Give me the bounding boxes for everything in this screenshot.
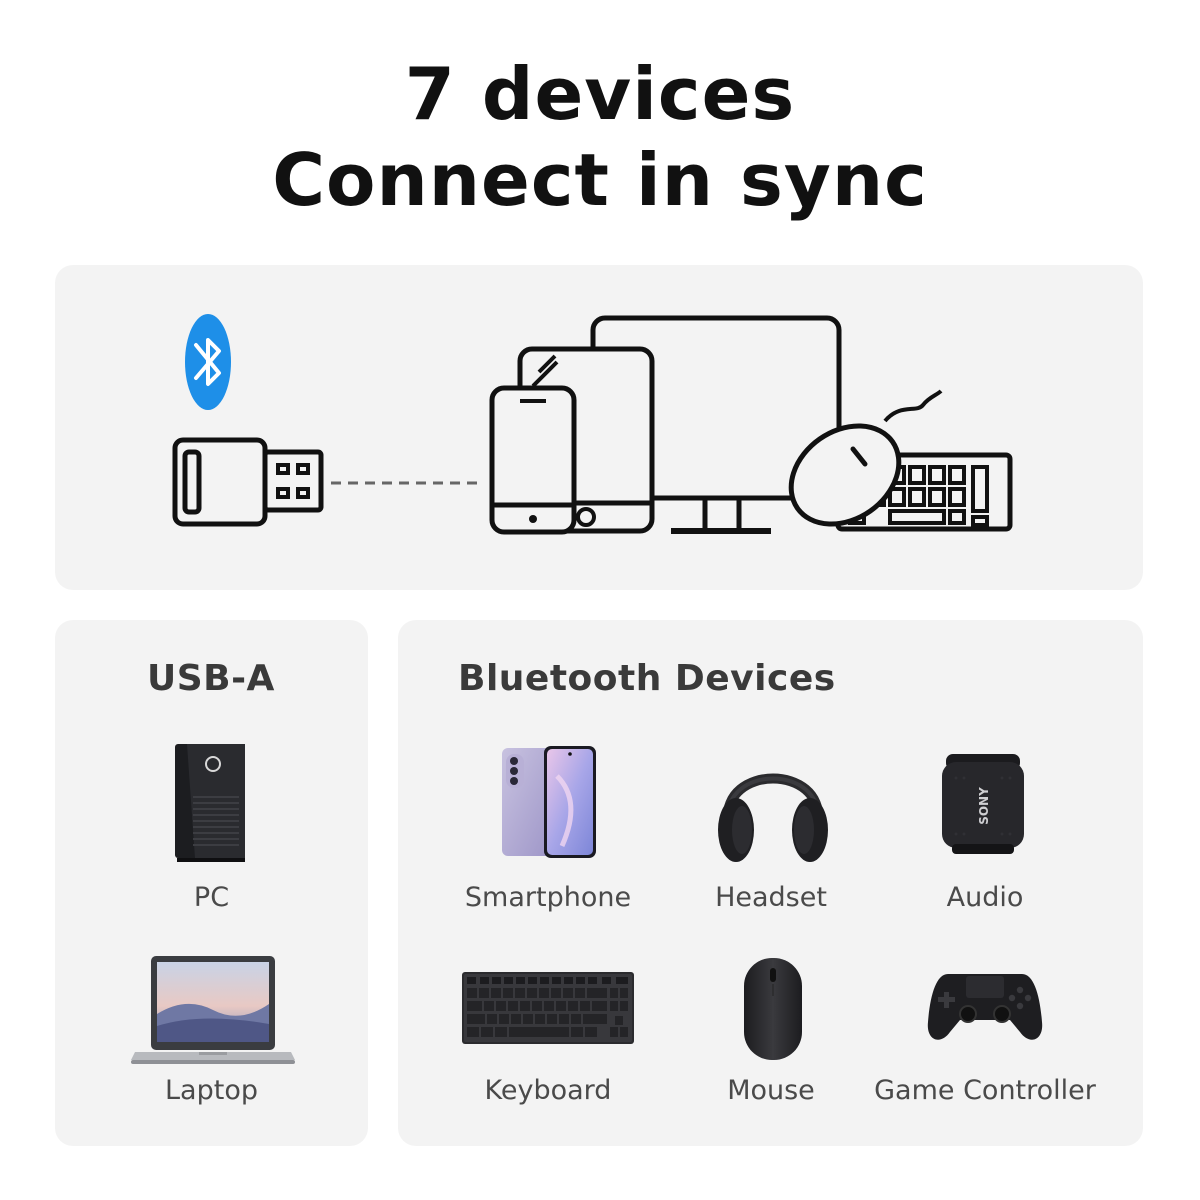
bluetooth-devices-panel: Bluetooth Devices Smartphone xyxy=(398,620,1143,1146)
usb-adapter-icon xyxy=(172,437,324,527)
mouse-icon xyxy=(742,956,804,1062)
speaker-icon: SONY xyxy=(942,754,1024,858)
device-label-game-controller: Game Controller xyxy=(874,1075,1096,1106)
headline-line-2: Connect in sync xyxy=(272,138,928,222)
device-label-mouse: Mouse xyxy=(727,1075,815,1106)
usb-a-panel: USB-A PC xyxy=(55,620,368,1146)
desktop-pc-icon xyxy=(175,744,249,862)
game-controller-icon xyxy=(926,966,1044,1046)
connection-diagram-panel xyxy=(55,265,1143,590)
usb-a-title: USB-A xyxy=(147,658,275,699)
laptop-icon xyxy=(131,954,295,1066)
device-label-pc: PC xyxy=(193,882,230,913)
keyboard-icon xyxy=(462,972,634,1044)
device-label-audio: Audio xyxy=(946,882,1024,913)
phone-icon xyxy=(489,385,577,535)
device-label-laptop: Laptop xyxy=(165,1075,258,1106)
mouse-icon xyxy=(788,389,943,527)
device-label-smartphone: Smartphone xyxy=(464,882,632,913)
connection-diagram xyxy=(172,314,1013,535)
headline-line-1: 7 devices xyxy=(404,52,796,136)
device-label-headset: Headset xyxy=(715,882,827,913)
bluetooth-icon xyxy=(185,314,231,410)
smartphone-icon xyxy=(502,746,598,860)
headset-icon xyxy=(714,744,832,864)
bluetooth-devices-title: Bluetooth Devices xyxy=(458,658,836,699)
device-label-keyboard: Keyboard xyxy=(484,1075,612,1106)
speaker-brand-mark: SONY xyxy=(977,787,991,825)
